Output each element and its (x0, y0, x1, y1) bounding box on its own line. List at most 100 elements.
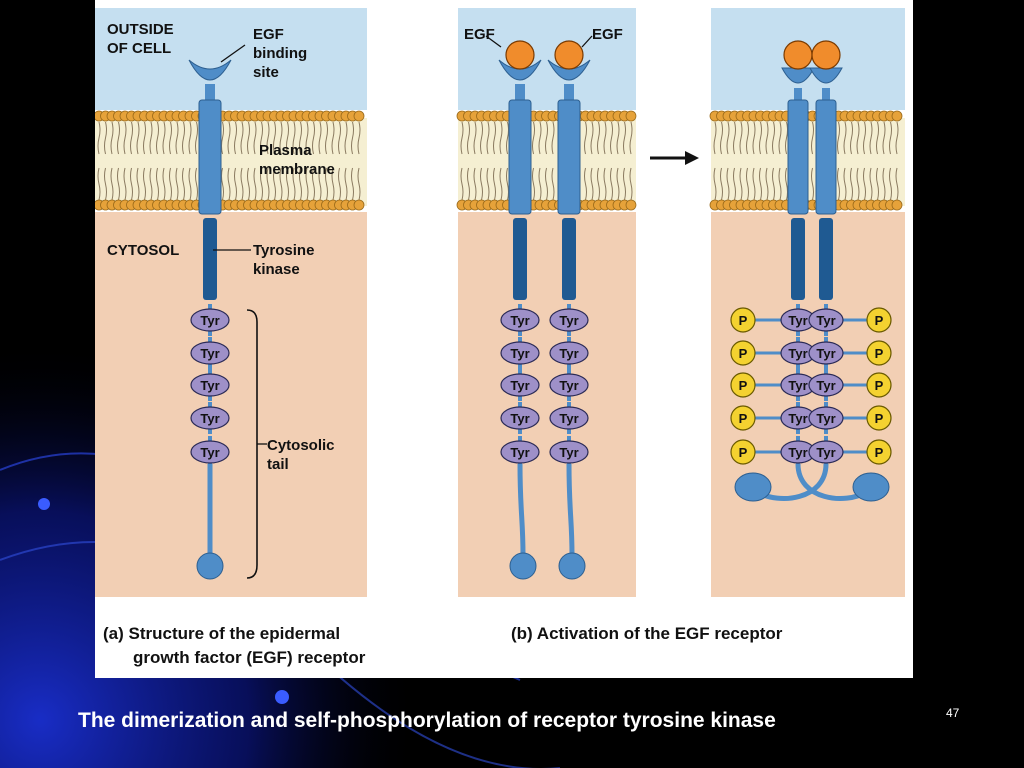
lipid-tail (240, 121, 244, 155)
lipid-tail (811, 167, 814, 201)
lipid-tail (720, 167, 723, 201)
lipid-tail (279, 167, 283, 201)
lipid-tail (143, 167, 146, 201)
lipid-tail (856, 121, 860, 155)
lipid-tail (104, 167, 107, 201)
cytosol-region (711, 212, 905, 597)
phosphate-label: P (739, 313, 748, 328)
lipid-tail (234, 167, 237, 201)
lipid-tail (286, 121, 289, 155)
tyr-label: Tyr (200, 445, 219, 460)
lipid-tail (837, 167, 840, 201)
lipid-tail (169, 167, 172, 201)
lipid-tail (532, 121, 535, 155)
lipid-tail (279, 121, 283, 155)
lipid-tail (221, 167, 224, 201)
tail-end (734, 472, 772, 502)
lipid-tail (136, 167, 140, 201)
lipid-tail (260, 167, 263, 201)
lipid-tail (778, 167, 782, 201)
lipid-tail (273, 121, 276, 155)
lipid-tail (538, 167, 542, 201)
lipid-tail (480, 121, 483, 155)
tyrosine-kinase-domain (203, 218, 217, 300)
lipid-tail (493, 121, 496, 155)
tyr-residue (190, 440, 230, 464)
tyr-label: Tyr (200, 411, 219, 426)
lipid-tail (597, 121, 600, 155)
lipid-tail (772, 121, 775, 155)
egf-binding-site (498, 59, 542, 81)
outside-of-cell-label: OUTSIDE OF CELL (107, 21, 174, 57)
caption-b: (b) Activation of the EGF receptor (511, 624, 783, 643)
tyr-label: Tyr (200, 346, 219, 361)
lipid-head (625, 199, 637, 211)
lipid-tail (765, 121, 769, 155)
lipid-tail (590, 121, 594, 155)
arrow-right-icon (685, 151, 699, 165)
lipid-tail (325, 121, 328, 155)
egf-ligand (505, 40, 535, 70)
lipid-tail (104, 121, 107, 155)
lipid-head (891, 110, 903, 122)
tyr-residue (549, 440, 589, 464)
lipid-tail (182, 121, 185, 155)
lipid-tail (506, 167, 509, 201)
tyr-residue (808, 440, 844, 464)
tyr-label: Tyr (559, 445, 578, 460)
tyr-label: Tyr (788, 313, 807, 328)
lipid-tail (811, 121, 814, 155)
phosphate-circle (866, 340, 892, 366)
lipid-tail (733, 167, 736, 201)
lipid-tail (752, 167, 756, 201)
lipid-tail (889, 121, 892, 155)
egf-label-right: EGF (592, 26, 623, 43)
lipid-tail (545, 121, 548, 155)
egf-binding-site (547, 59, 591, 81)
egf-label-left: EGF (464, 26, 495, 43)
lipid-tail (305, 121, 309, 155)
lipid-tail (739, 121, 743, 155)
lipid-tail (175, 167, 179, 201)
lipid-tail (629, 167, 633, 201)
tyr-residue (808, 373, 844, 397)
cytosol-region (458, 212, 636, 597)
lipid-tail (110, 167, 114, 201)
lipid-tail (863, 167, 866, 201)
lipid-tail (97, 121, 101, 155)
tail-end (852, 472, 890, 502)
lipid-tail (299, 167, 302, 201)
decorative-dot (38, 498, 50, 510)
lipid-tail (162, 167, 166, 201)
lipid-tail (739, 167, 743, 201)
extracellular-region (95, 8, 367, 110)
phosphate-label: P (739, 411, 748, 426)
lipid-tail (486, 167, 490, 201)
lipid-tail (130, 167, 133, 201)
lipid-tail (318, 167, 322, 201)
lipid-tail (357, 167, 361, 201)
tyr-label: Tyr (816, 445, 835, 460)
lipid-tail (863, 121, 866, 155)
caption-a-line1: (a) Structure of the epidermal (103, 624, 341, 643)
lipid-tail (325, 167, 328, 201)
lipid-tail (188, 167, 192, 201)
lipid-tail (713, 167, 717, 201)
lipid-tail (221, 121, 224, 155)
lipid-tail (850, 121, 853, 155)
lipid-tail (882, 121, 886, 155)
lipid-tail (603, 167, 607, 201)
lipid-tail (785, 167, 788, 201)
lipid-tail (247, 167, 250, 201)
lipid-tail (876, 121, 879, 155)
slide-caption: The dimerization and self-phosphorylatio… (78, 709, 776, 732)
phosphate-circle (730, 439, 756, 465)
phosphate-circle (730, 340, 756, 366)
egf-binding-site (188, 59, 232, 81)
tyr-label: Tyr (200, 313, 219, 328)
phosphate-label: P (739, 346, 748, 361)
lipid-tail (253, 167, 257, 201)
lipid-tail (136, 121, 140, 155)
tyr-residue (549, 308, 589, 332)
lipid-tail (584, 121, 587, 155)
